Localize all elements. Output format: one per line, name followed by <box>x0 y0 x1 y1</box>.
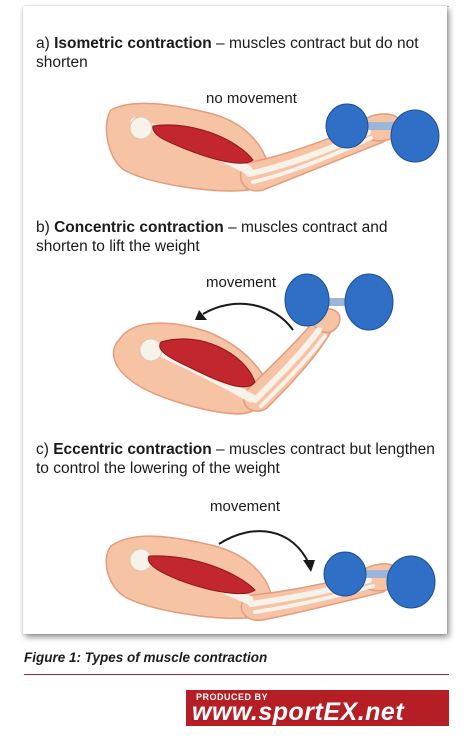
shoulder-joint <box>139 338 163 362</box>
dumbbell-plate-right <box>390 109 440 163</box>
dumbbell-bar <box>353 122 403 130</box>
caption-term: Concentric contraction <box>54 219 224 236</box>
movement-arrow-head <box>195 310 207 320</box>
caption-term: Eccentric contraction <box>53 441 212 458</box>
arm-illustration-eccentric <box>105 530 436 621</box>
figure-panel: a) Isometric contraction – muscles contr… <box>23 6 447 634</box>
caption-term: Isometric contraction <box>54 35 212 52</box>
logo-url: www.sportEX.net <box>192 698 405 726</box>
movement-arrow-head <box>303 560 315 572</box>
movement-label: no movement <box>206 90 297 107</box>
ulna-bone <box>259 334 327 408</box>
dumbbell-plate-right <box>386 555 436 609</box>
caption-letter: c <box>36 441 44 458</box>
caption-eccentric: c) Eccentric contraction – muscles contr… <box>36 441 435 477</box>
caption-rule <box>24 674 449 675</box>
biceps-muscle <box>152 124 254 164</box>
dumbbell-plate-left <box>323 551 367 597</box>
dumbbell-bar <box>349 570 401 578</box>
movement-arrow <box>202 302 294 331</box>
radius-bone <box>252 327 322 403</box>
shoulder-joint <box>129 116 153 140</box>
caption-letter: a <box>36 35 45 52</box>
caption-description: – muscles contract but lengthen to contr… <box>36 441 435 477</box>
sportex-logo[interactable]: PRODUCED BY www.sportEX.net <box>186 690 449 726</box>
caption-isometric: a) Isometric contraction – muscles contr… <box>36 35 419 71</box>
dumbbell-bar <box>309 298 361 306</box>
figure-caption: Figure 1: Types of muscle contraction <box>24 650 268 665</box>
biceps-muscle <box>147 555 256 595</box>
caption-letter: b <box>36 219 45 236</box>
arm-illustration-isometric <box>105 102 440 192</box>
movement-label: movement <box>210 498 281 515</box>
logo-produced-by: PRODUCED BY <box>196 692 269 702</box>
caption-concentric: b) Concentric contraction – muscles cont… <box>36 219 388 255</box>
movement-arrow <box>218 530 310 565</box>
dumbbell-plate-right <box>344 273 394 331</box>
caption-description: – muscles contract and shorten to lift t… <box>36 219 388 255</box>
dumbbell-plate-left <box>284 273 330 327</box>
ulna-bone <box>253 584 375 614</box>
movement-label: movement <box>206 274 277 291</box>
dumbbell-plate-left <box>325 103 369 149</box>
caption-description: – muscles contract but do not shorten <box>36 35 419 71</box>
biceps-muscle <box>159 338 256 388</box>
arm-illustration-concentric <box>112 273 394 415</box>
